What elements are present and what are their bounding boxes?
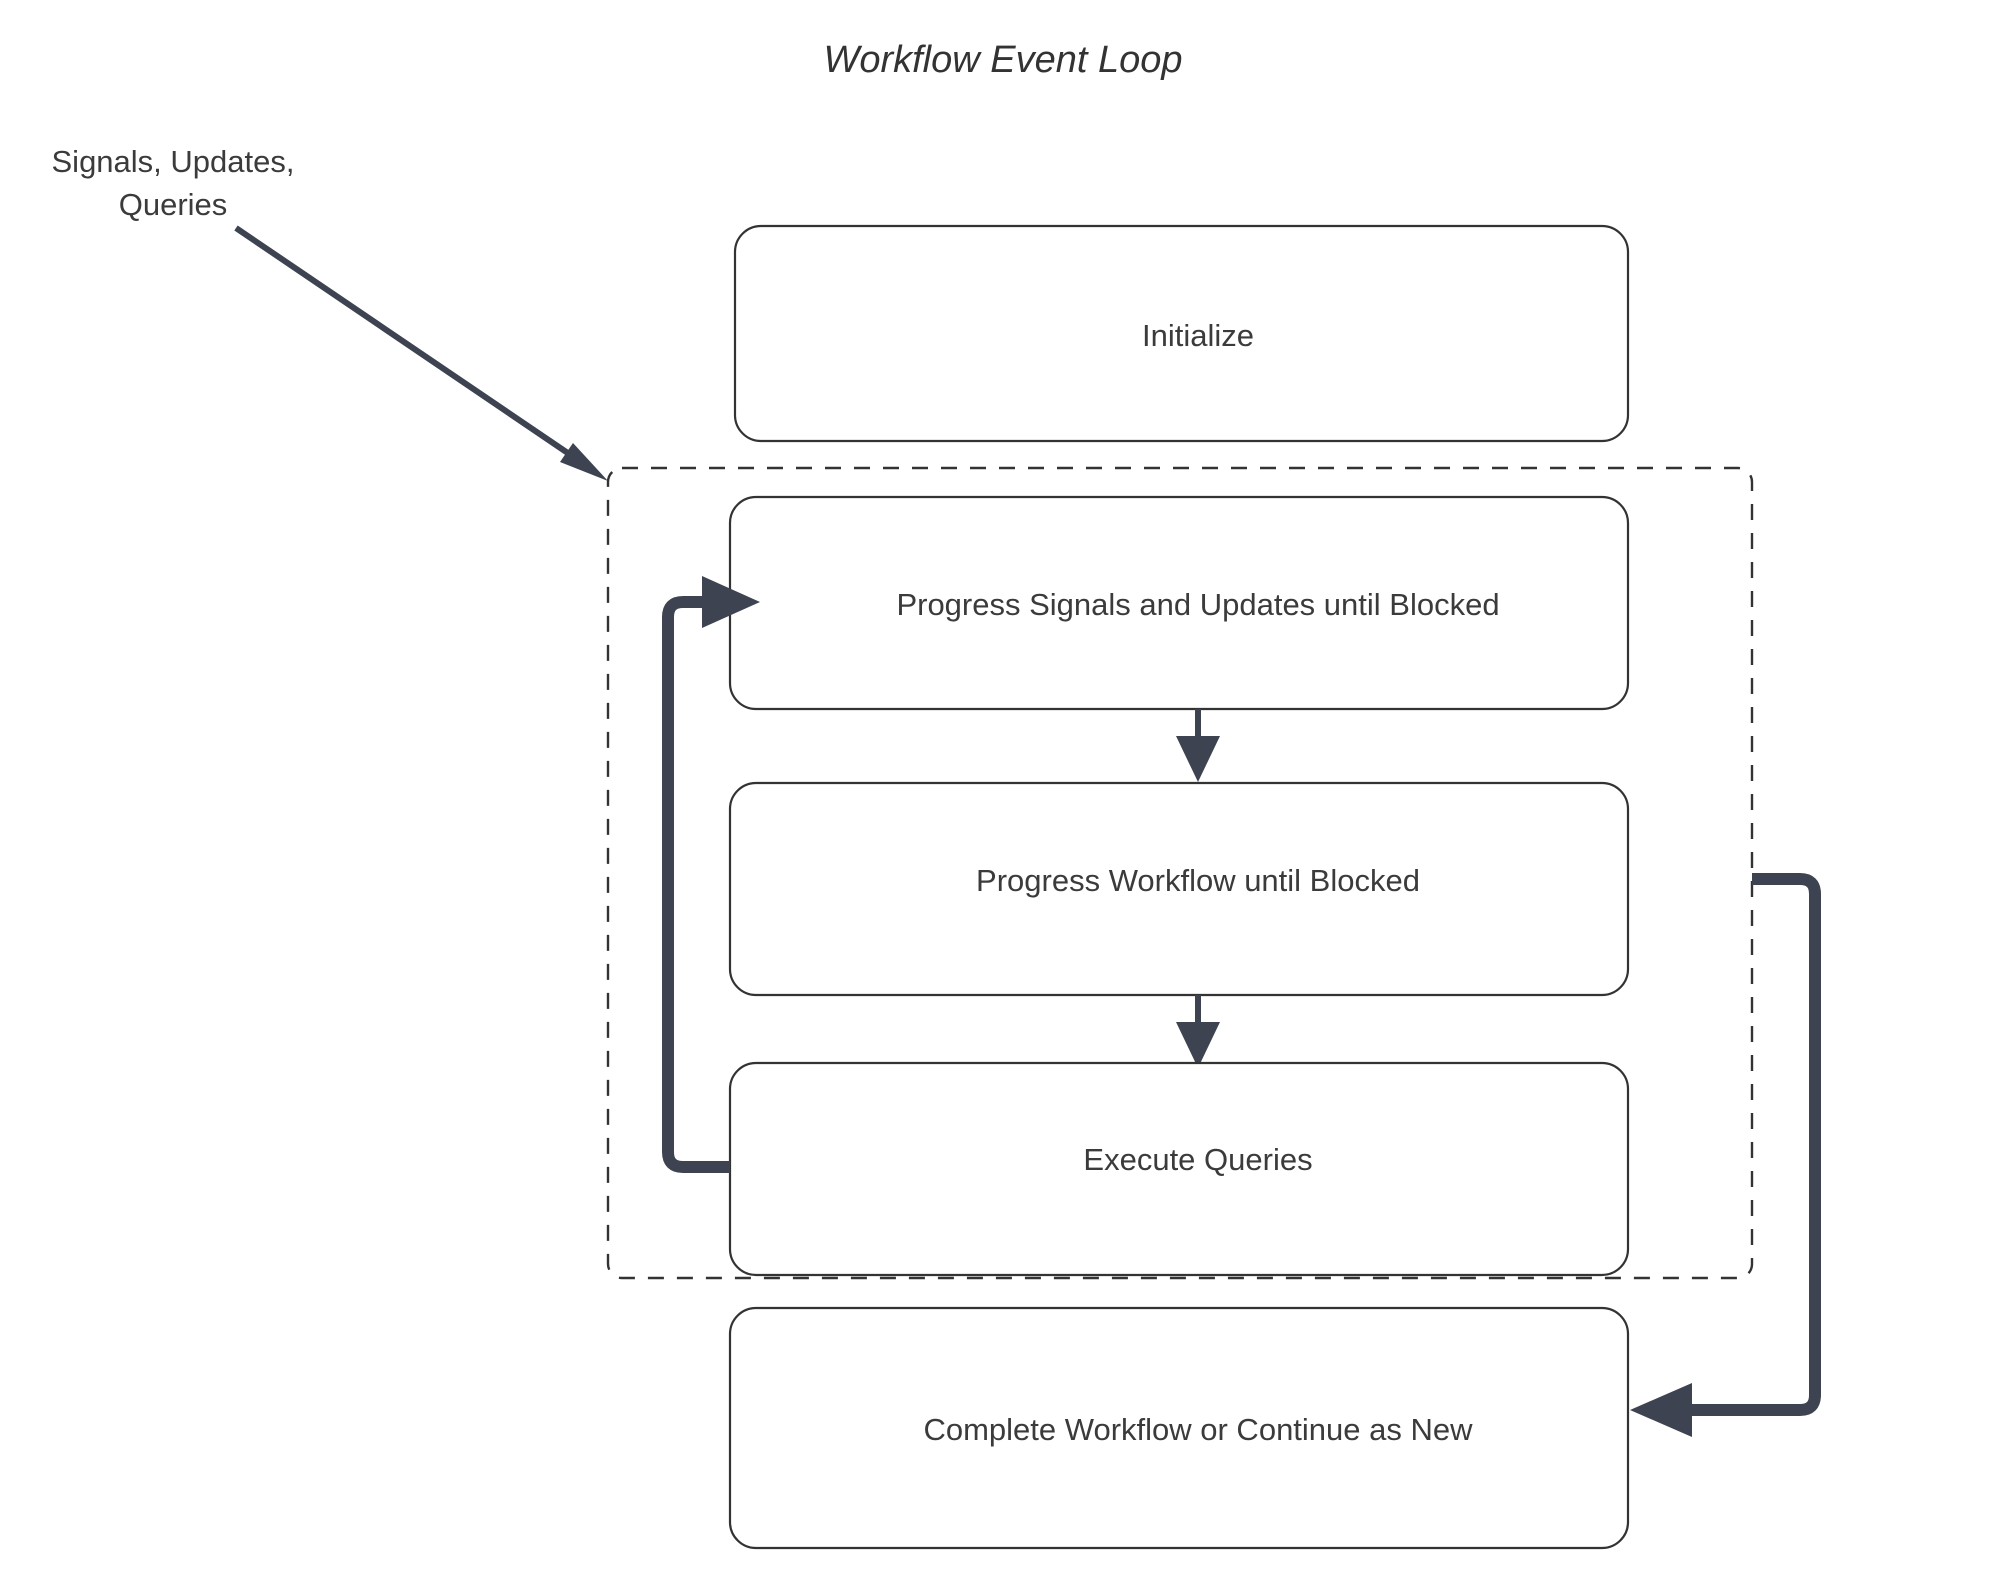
arrow-head-workflow-to-queries bbox=[1176, 1022, 1220, 1068]
diagram-title: Workflow Event Loop bbox=[823, 39, 1182, 81]
node-initialize-label: Initialize bbox=[1142, 318, 1254, 353]
node-progress-signals-label: Progress Signals and Updates until Block… bbox=[896, 587, 1499, 622]
edge-signals-to-loop bbox=[234, 225, 608, 481]
edge-signals-to-workflow bbox=[1176, 709, 1220, 782]
external-input-label-line2: Queries bbox=[119, 187, 228, 222]
node-initialize[interactable]: Initialize bbox=[733, 224, 1630, 443]
edge-loop-to-complete bbox=[1630, 873, 1821, 1437]
external-input-label: Signals, Updates, Queries bbox=[52, 144, 295, 222]
edge-workflow-to-queries bbox=[1176, 995, 1220, 1068]
event-loop-group bbox=[606, 466, 1754, 1280]
node-progress-signals[interactable]: Progress Signals and Updates until Block… bbox=[728, 495, 1630, 711]
node-progress-workflow[interactable]: Progress Workflow until Blocked bbox=[728, 781, 1630, 997]
edge-queries-to-signals-loopback bbox=[662, 576, 760, 1173]
node-complete-workflow[interactable]: Complete Workflow or Continue as New bbox=[728, 1306, 1630, 1550]
arrow-head-loopback-left bbox=[702, 576, 760, 628]
arrow-head-incoming bbox=[560, 443, 608, 481]
node-progress-workflow-label: Progress Workflow until Blocked bbox=[976, 863, 1420, 898]
external-input-label-line1: Signals, Updates, bbox=[52, 144, 295, 179]
arrow-head-loop-to-complete bbox=[1630, 1383, 1692, 1437]
node-execute-queries-label: Execute Queries bbox=[1083, 1142, 1312, 1177]
node-complete-workflow-box[interactable] bbox=[728, 1306, 1630, 1550]
node-initialize-box[interactable] bbox=[733, 224, 1630, 443]
node-execute-queries[interactable]: Execute Queries bbox=[728, 1061, 1630, 1277]
arrow-head-signals-to-workflow bbox=[1176, 736, 1220, 782]
node-progress-workflow-box[interactable] bbox=[728, 781, 1630, 997]
node-complete-workflow-label: Complete Workflow or Continue as New bbox=[923, 1412, 1473, 1447]
